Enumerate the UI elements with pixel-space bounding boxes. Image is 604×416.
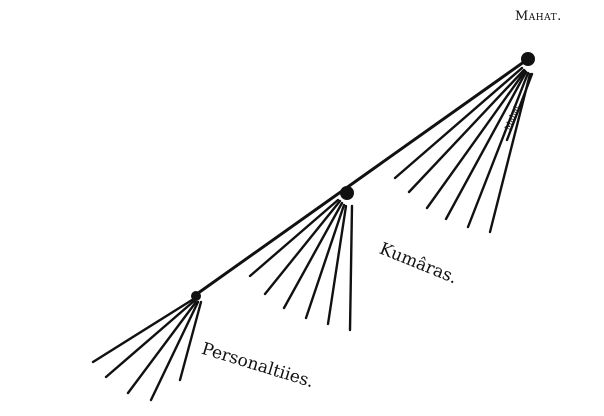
mahat-ray <box>407 68 526 194</box>
kumaras-node-dot <box>340 186 354 200</box>
kumaras-ray <box>304 203 346 320</box>
personalities-node-dot <box>191 291 201 301</box>
personalities-ray-fan <box>91 298 203 402</box>
personalities-ray <box>126 300 198 395</box>
mahat-ray <box>488 72 532 234</box>
mahat-ray <box>505 72 534 142</box>
personalities-ray <box>91 298 194 364</box>
mahat-ray <box>444 70 528 221</box>
kumaras-ray <box>348 204 354 332</box>
personalities-ray <box>178 300 203 382</box>
mahat-ray <box>425 69 527 210</box>
kumaras-ray-fan <box>248 198 354 332</box>
mahat-node-dot <box>521 52 535 66</box>
kumaras-ray <box>263 199 342 296</box>
personalities-ray <box>104 299 196 379</box>
mahat-label: Mahat. <box>515 9 562 24</box>
mahat-ray-fan <box>393 66 534 234</box>
kumaras-ray <box>248 198 340 278</box>
main-stem-line <box>192 57 530 298</box>
mahat-ray <box>393 66 524 180</box>
personalities-ray <box>149 300 200 402</box>
kumaras-ray <box>326 204 348 326</box>
mahat-ray <box>466 71 530 229</box>
kumaras-ray <box>282 201 344 310</box>
